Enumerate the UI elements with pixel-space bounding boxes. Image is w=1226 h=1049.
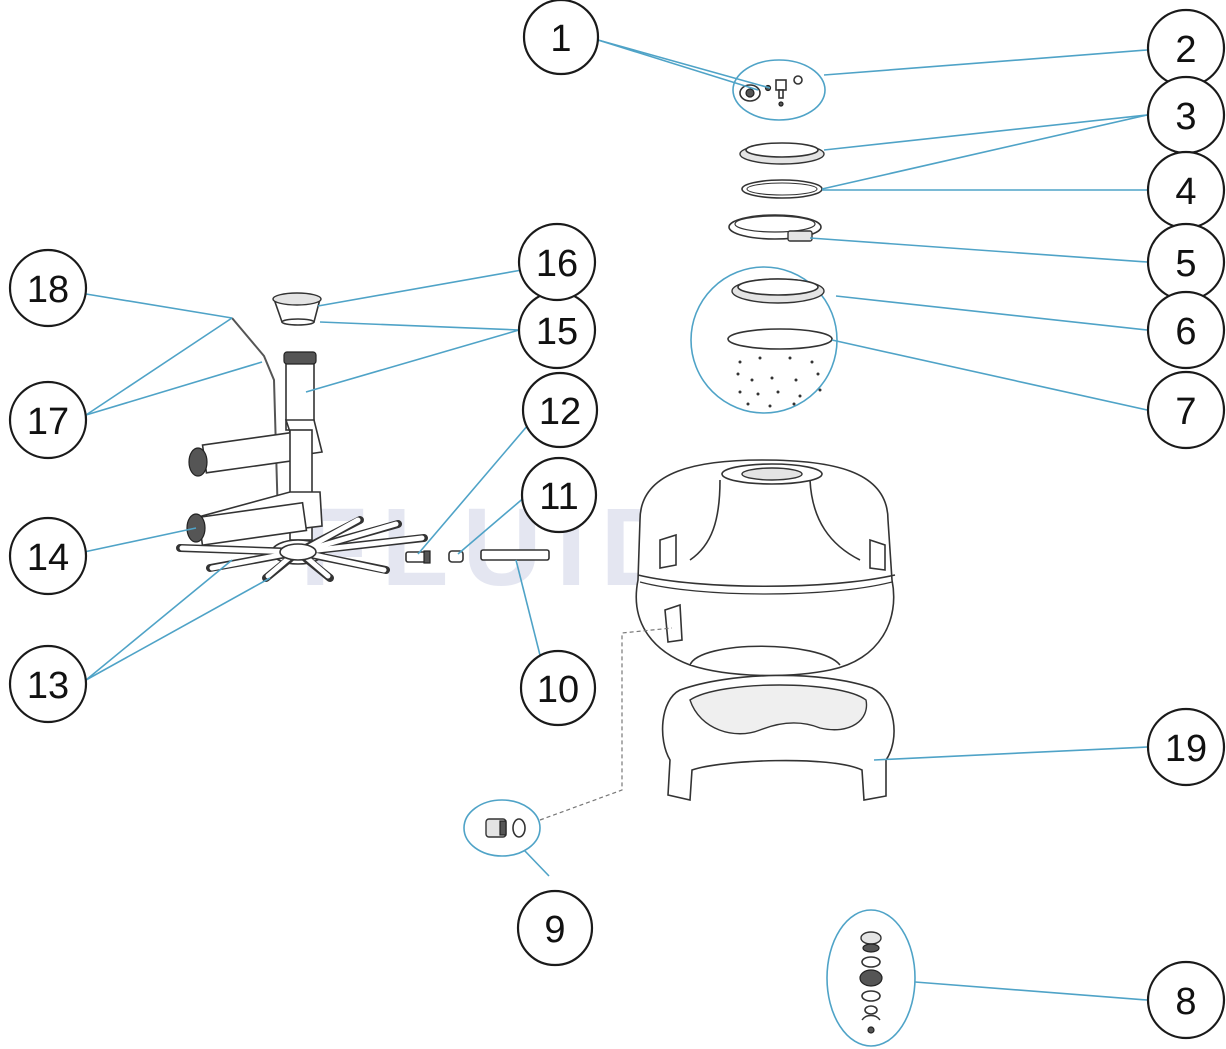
part-diffuser-group: [690, 266, 838, 414]
callout-10: 10: [519, 649, 597, 727]
callout-label: 11: [539, 476, 578, 518]
callout-label: 1: [550, 18, 571, 60]
callout-label: 6: [1175, 311, 1196, 353]
callout-label: 16: [536, 243, 578, 285]
callout-label: 18: [27, 269, 69, 311]
callout-18: 18: [8, 248, 88, 328]
part-lid-oring: [741, 179, 823, 199]
callout-label: 10: [537, 669, 579, 711]
callout-label: 12: [539, 391, 581, 433]
callout-label: 4: [1175, 171, 1196, 213]
part-vent-group: [732, 59, 826, 121]
callout-13: 13: [8, 644, 88, 724]
callout-14: 14: [8, 516, 88, 596]
callout-label: 2: [1175, 29, 1196, 71]
callout-5: 5: [1146, 222, 1226, 302]
callout-label: 14: [27, 537, 69, 579]
callout-label: 19: [1165, 728, 1207, 770]
part-lateral-coupling: [448, 550, 464, 563]
callout-19: 19: [1146, 707, 1226, 787]
part-clamp-ring: [728, 214, 822, 242]
callout-label: 17: [27, 401, 69, 443]
callout-label: 15: [536, 311, 578, 353]
callout-1: 1: [522, 0, 600, 76]
part-laterals: [176, 516, 428, 582]
callout-3: 3: [1146, 75, 1226, 155]
callout-16: 16: [517, 222, 597, 302]
callout-6: 6: [1146, 290, 1226, 370]
callout-7: 7: [1146, 370, 1226, 450]
callout-15: 15: [517, 290, 597, 370]
part-pipe-assembly: [186, 317, 323, 547]
part-collector: [272, 292, 322, 326]
callout-label: 8: [1175, 981, 1196, 1023]
callout-2: 2: [1146, 8, 1226, 88]
callout-label: 3: [1175, 96, 1196, 138]
callout-8: 8: [1146, 960, 1226, 1040]
callout-4: 4: [1146, 150, 1226, 230]
part-lateral-tube: [480, 549, 550, 561]
part-lateral-end: [405, 550, 431, 564]
callout-label: 7: [1175, 391, 1196, 433]
part-lid: [739, 142, 825, 165]
callout-label: 9: [544, 909, 565, 951]
part-filter-tank: [635, 459, 896, 677]
callout-17: 17: [8, 380, 88, 460]
callout-label: 13: [27, 665, 69, 707]
callout-11: 11: [520, 456, 598, 534]
leader-lines: [83, 39, 1148, 1001]
callout-label: 5: [1175, 243, 1196, 285]
callout-9: 9: [516, 889, 594, 967]
part-valve-group: [826, 909, 916, 1047]
part-drain-group: [463, 799, 541, 857]
callout-12: 12: [521, 371, 599, 449]
part-base-stand: [661, 674, 895, 801]
